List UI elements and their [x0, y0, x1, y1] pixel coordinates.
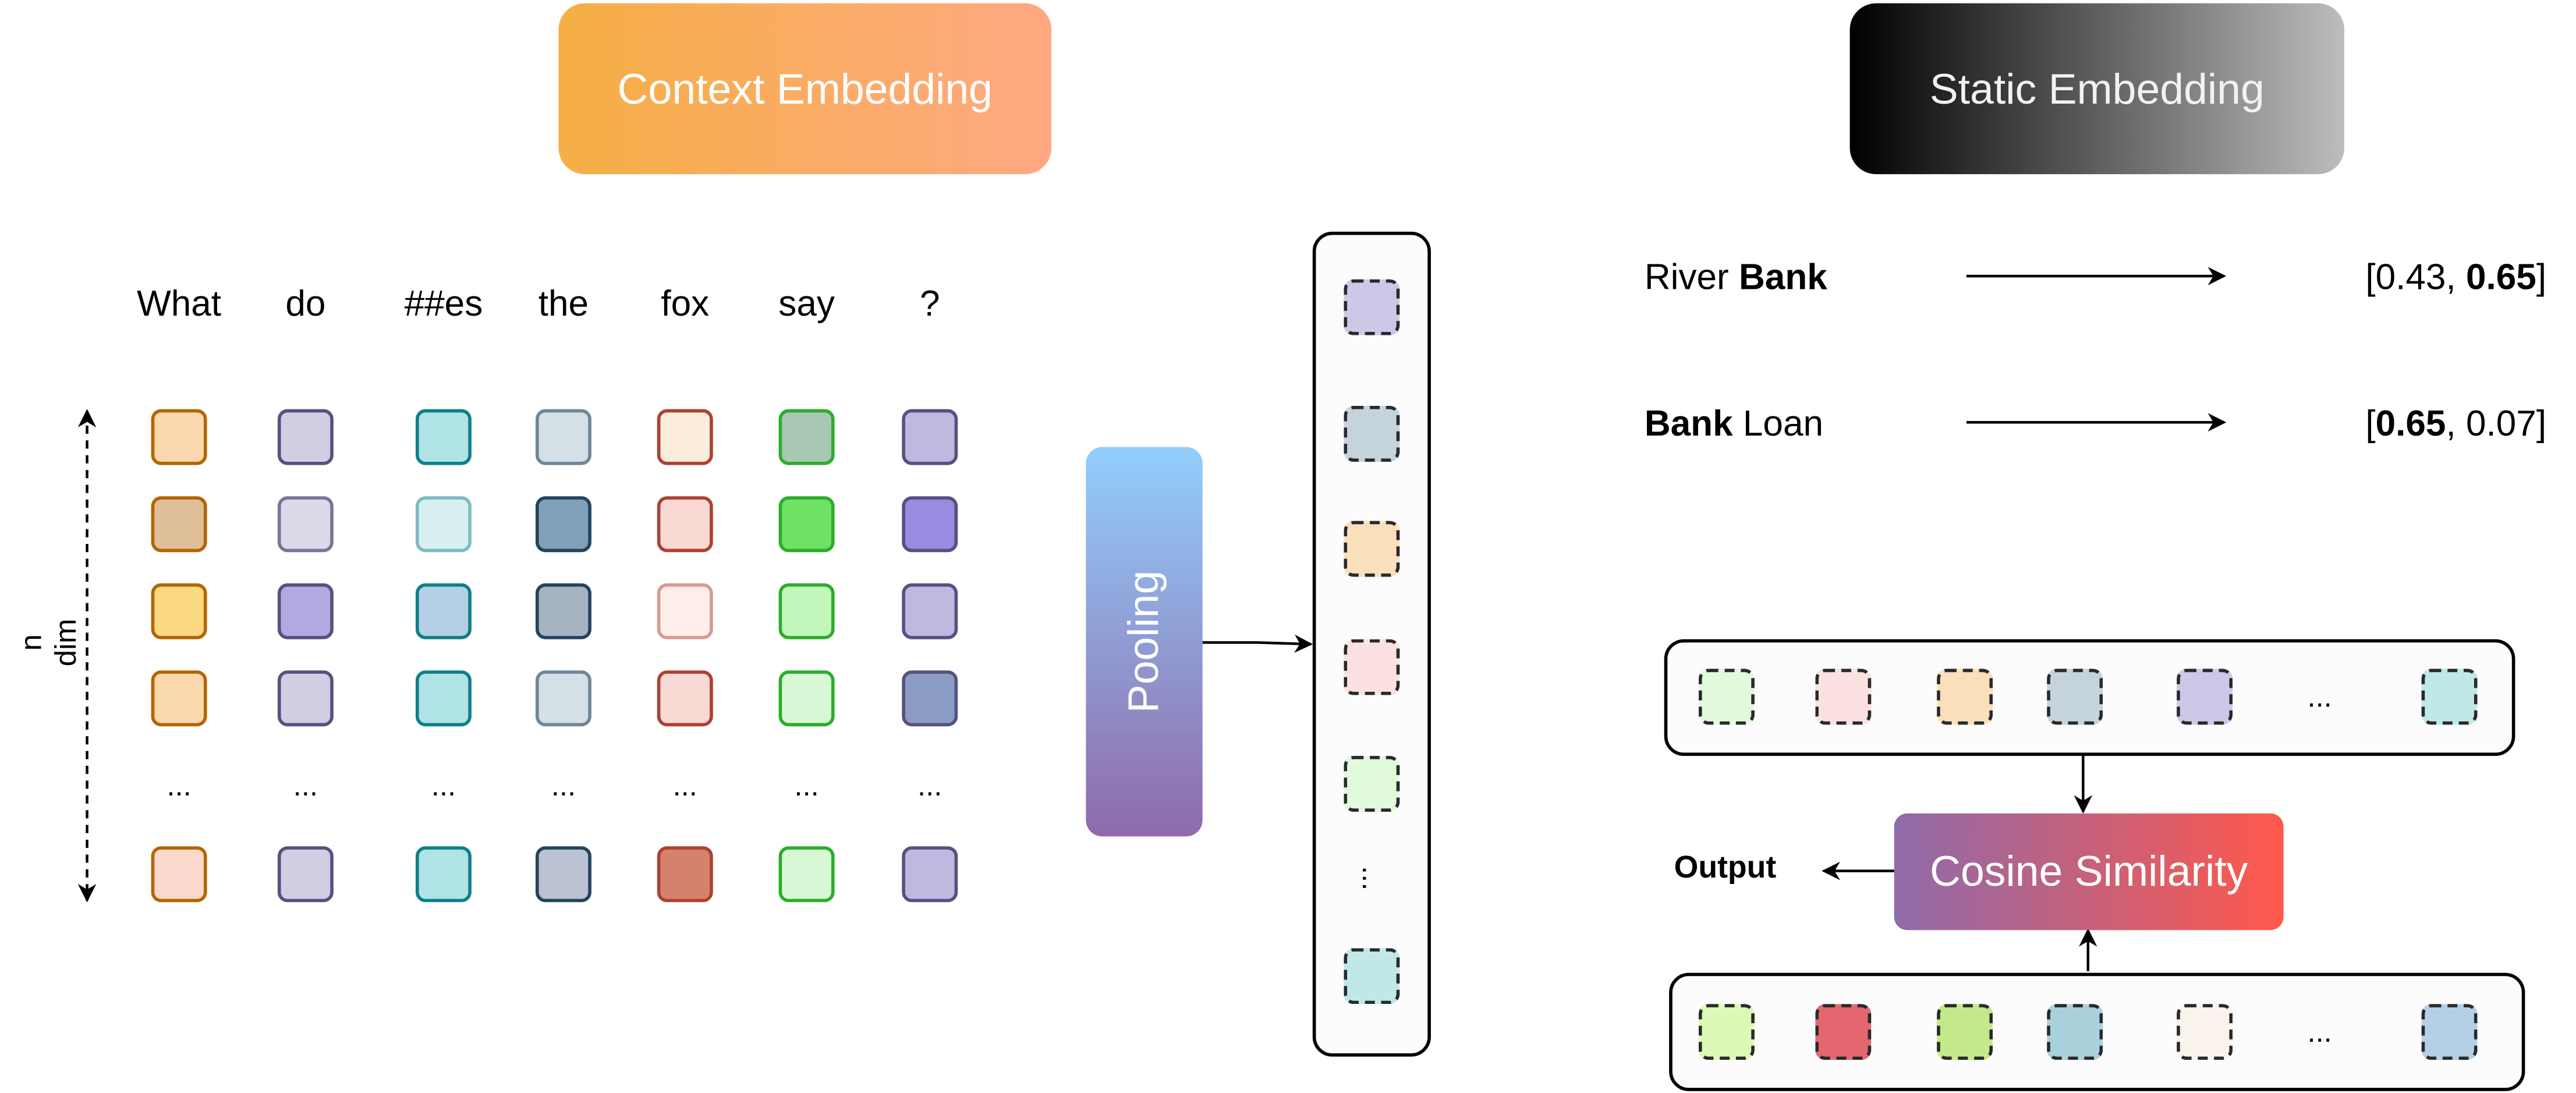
embedding-cell: [778, 583, 835, 639]
static-vector-value: [0.65, 0.07]: [2365, 402, 2546, 445]
embedding-cell: [902, 670, 958, 727]
phrase-part: Bank: [1738, 256, 1827, 298]
embedding-cell: [277, 583, 334, 639]
embedding-cell: [415, 583, 472, 639]
embedding-cell: [415, 846, 472, 903]
embedding-cell: [657, 583, 713, 639]
ellipsis: ...: [672, 769, 697, 802]
embedding-cell: [902, 496, 958, 553]
pooled-cell: [1344, 406, 1400, 462]
ellipsis: ...: [431, 769, 456, 802]
vector-part: , 0.07: [2446, 402, 2536, 444]
token-label: What: [137, 282, 222, 324]
pooling-block: Pooling: [1086, 447, 1203, 837]
embedding-cell: [151, 583, 207, 639]
embedding-cell: [277, 670, 334, 727]
bottom-vector-cell: [2047, 1004, 2103, 1060]
bottom-vector-cell: [2421, 1004, 2478, 1060]
static-phrase: Bank Loan: [1645, 402, 1823, 445]
embedding-cell: [535, 846, 591, 903]
ellipsis: ...: [794, 769, 819, 802]
phrase-part: Bank: [1644, 402, 1733, 444]
embedding-cell: [778, 846, 835, 903]
embedding-cell: [902, 846, 958, 903]
embedding-cell: [415, 409, 472, 465]
vector-part: [: [2365, 256, 2376, 298]
static-embedding-header: Static Embedding: [1849, 3, 2344, 175]
embedding-cell: [535, 496, 591, 553]
pooled-cell: [1344, 639, 1400, 695]
ellipsis: ...: [2307, 1015, 2332, 1049]
embedding-cell: [902, 583, 958, 639]
pooling-label: Pooling: [1118, 570, 1168, 713]
top-vector-cell: [1698, 668, 1755, 725]
top-vector-cell: [2177, 668, 2233, 725]
pooled-cell: [1344, 948, 1400, 1004]
bottom-vector-cell: [1815, 1004, 1872, 1060]
embedding-cell: [657, 496, 713, 553]
token-label: say: [778, 282, 835, 324]
embedding-cell: [657, 846, 713, 903]
embedding-cell: [415, 496, 472, 553]
bottom-vector-cell: [2177, 1004, 2233, 1060]
embedding-cell: [535, 583, 591, 639]
embedding-cell: [151, 496, 207, 553]
embedding-cell: [415, 670, 472, 727]
output-label: Output: [1674, 851, 1777, 886]
ellipsis: ...: [293, 769, 318, 802]
ellipsis: ...: [2307, 680, 2332, 713]
pooled-cell: [1344, 521, 1400, 577]
token-label: fox: [661, 282, 710, 324]
static-phrase: River Bank: [1645, 256, 1827, 299]
embedding-cell: [657, 670, 713, 727]
top-vector-cell: [2047, 668, 2103, 725]
embedding-cell: [778, 670, 835, 727]
vector-part: 0.43,: [2375, 256, 2466, 298]
embedding-cell: [277, 409, 334, 465]
embedding-cell: [151, 409, 207, 465]
token-label: ?: [919, 282, 940, 324]
vector-part: 0.65: [2375, 402, 2446, 444]
vector-part: [: [2365, 402, 2376, 444]
static-embedding-title: Static Embedding: [1929, 63, 2265, 113]
context-embedding-header: Context Embedding: [558, 3, 1052, 175]
token-label: ##es: [404, 282, 483, 324]
embedding-cell: [277, 846, 334, 903]
embedding-cell: [902, 409, 958, 465]
embedding-cell: [535, 409, 591, 465]
phrase-part: River: [1644, 256, 1739, 298]
vector-part: ]: [2536, 402, 2547, 444]
ellipsis: ...: [166, 769, 192, 802]
embedding-cell: [277, 496, 334, 553]
cosine-similarity-label: Cosine Similarity: [1929, 846, 2248, 896]
ellipsis: ...: [551, 769, 576, 802]
embedding-cell: [778, 496, 835, 553]
ellipsis: ...: [1356, 866, 1390, 891]
pooling-to-vector-arrow: [1200, 634, 1313, 653]
embedding-cell: [151, 670, 207, 727]
top-vector-cell: [1937, 668, 1993, 725]
phrase-part: Loan: [1732, 402, 1824, 444]
vector-part: 0.65: [2465, 256, 2536, 298]
ellipsis: ...: [917, 769, 942, 802]
context-embedding-title: Context Embedding: [617, 63, 993, 113]
pooled-cell: [1344, 279, 1400, 335]
embedding-cell: [657, 409, 713, 465]
static-vector-value: [0.43, 0.65]: [2365, 256, 2546, 299]
bottom-vector-cell: [1937, 1004, 1993, 1060]
embedding-cell: [151, 846, 207, 903]
bottom-vector-cell: [1698, 1004, 1755, 1060]
embedding-cell: [778, 409, 835, 465]
top-vector-cell: [1815, 668, 1872, 725]
n-dim-text: n dim: [15, 618, 83, 667]
token-label: the: [538, 282, 589, 324]
embedding-cell: [535, 670, 591, 727]
pooled-cell: [1344, 756, 1400, 812]
cosine-similarity-block: Cosine Similarity: [1894, 813, 2284, 931]
vector-part: ]: [2536, 256, 2547, 298]
n-dim-label: n dim: [15, 610, 84, 675]
top-vector-cell: [2421, 668, 2478, 725]
token-label: do: [285, 282, 326, 324]
